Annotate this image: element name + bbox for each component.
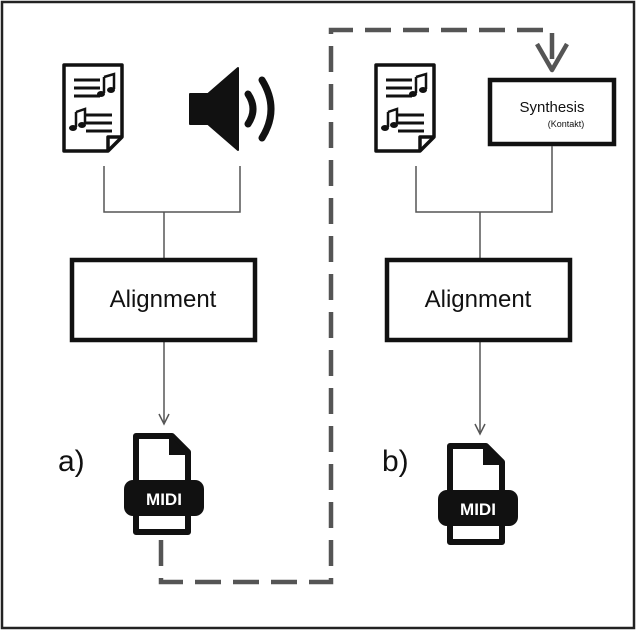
alignment-box-a bbox=[69, 257, 258, 343]
feedback-loop-dashed bbox=[158, 27, 569, 585]
connector-inputs-b bbox=[415, 146, 553, 436]
synthesis-box bbox=[487, 77, 617, 147]
alignment-label-a: Alignment bbox=[110, 286, 217, 313]
panel-a: Alignment a) MIDI bbox=[58, 63, 275, 532]
panel-b: Synthesis (Kontakt) Alignment b) MIDI bbox=[374, 63, 617, 542]
sheet-music-icon bbox=[62, 63, 124, 153]
midi-label-b: MIDI bbox=[460, 500, 496, 519]
alignment-label-b: Alignment bbox=[425, 286, 532, 313]
speaker-icon bbox=[189, 67, 275, 151]
synthesis-sub-label: (Kontakt) bbox=[548, 119, 585, 129]
panel-label-a: a) bbox=[58, 445, 85, 478]
midi-file-icon-a: MIDI bbox=[124, 436, 204, 532]
panel-label-b: b) bbox=[382, 445, 409, 478]
connector-inputs-a bbox=[103, 166, 241, 426]
alignment-box-b bbox=[384, 257, 573, 343]
synthesis-label: Synthesis bbox=[519, 99, 584, 116]
sheet-music-icon-b bbox=[374, 63, 436, 153]
midi-file-icon-b: MIDI bbox=[438, 446, 518, 542]
midi-label-a: MIDI bbox=[146, 490, 182, 509]
